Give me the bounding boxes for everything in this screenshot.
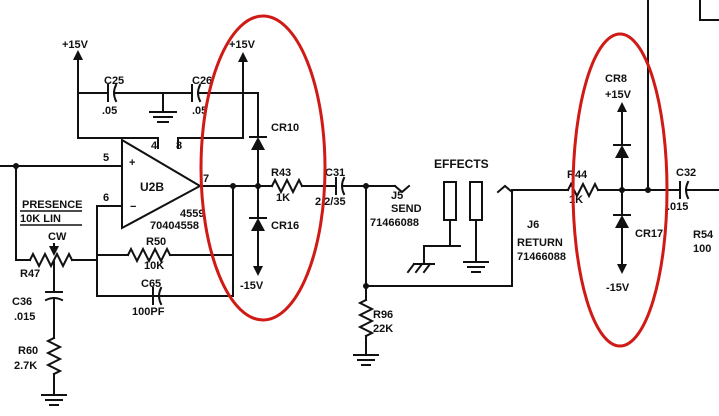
label-plus15v-cr10: +15V <box>229 39 256 51</box>
diode-cr8: CR8 +15V <box>605 73 632 216</box>
jack-j5-send: J5 SEND 71466088 <box>370 184 422 229</box>
label-opamp-code: 70404558 <box>150 220 199 232</box>
diode-cr10: CR10 <box>249 122 299 187</box>
label-r50-value: 10K <box>144 260 164 272</box>
label-r43: R43 <box>271 167 291 179</box>
label-effects: EFFECTS <box>434 157 489 171</box>
label-cr17: CR17 <box>635 228 663 240</box>
label-r60: R60 <box>18 345 38 357</box>
label-cr8: CR8 <box>605 73 627 85</box>
label-pin6: 6 <box>103 192 109 204</box>
arrow-up-icon <box>73 50 83 60</box>
label-c36: C36 <box>12 296 32 308</box>
label-c32: C32 <box>676 167 696 179</box>
label-pin5: 5 <box>103 152 109 164</box>
label-cw: CW <box>48 231 67 243</box>
capacitor-c36: C36 .015 <box>12 291 64 339</box>
potentiometer-presence: PRESENCE 10K LIN CW R47 <box>15 199 98 293</box>
label-opamp-part: 4559 <box>180 208 204 220</box>
jack-j6-return: J6 RETURN 71466088 <box>496 184 569 263</box>
label-r44: R44 <box>567 169 588 181</box>
capacitor-c31: C31 2.2/35 <box>315 167 396 208</box>
label-r47: R47 <box>20 268 40 280</box>
label-cr16: CR16 <box>271 220 299 232</box>
label-c31: C31 <box>325 167 345 179</box>
svg-text:−: − <box>130 201 136 213</box>
resistor-r96: R96 22K <box>353 285 393 366</box>
highlight-ellipse-right <box>571 32 669 348</box>
label-c26: C26 <box>192 75 212 87</box>
arrow-down-icon <box>253 266 263 276</box>
label-j6-part: 71466088 <box>517 251 566 263</box>
label-j5: J5 <box>391 190 403 202</box>
capacitor-c26: C26 .05 <box>162 75 244 117</box>
label-c32-value: .015 <box>667 201 688 213</box>
effects-jack-block: EFFECTS <box>406 157 489 274</box>
label-c25-value: .05 <box>102 105 117 117</box>
label-c25: C25 <box>104 75 124 87</box>
label-presence-taper: 10K LIN <box>20 213 61 225</box>
resistor-r43: R43 1K <box>270 167 337 204</box>
label-pin7: 7 <box>203 173 209 185</box>
label-r54: R54 <box>693 229 714 241</box>
label-c31-value: 2.2/35 <box>315 196 346 208</box>
label-pin4: 4 <box>151 140 158 152</box>
label-c65-value: 100PF <box>132 306 165 318</box>
label-cr10: CR10 <box>271 122 299 134</box>
resistor-r60: R60 2.7K <box>14 336 67 406</box>
diode-cr17: CR17 -15V <box>606 214 663 294</box>
opamp-u2b: + − U2B 4 8 5 6 7 4559 70404558 <box>103 138 209 232</box>
label-minus15v-cr17: -15V <box>606 282 630 294</box>
capacitor-c32: C32 .015 <box>667 167 719 213</box>
label-j5-part: 71466088 <box>370 217 419 229</box>
supply-cr10-group: +15V <box>177 39 259 149</box>
label-c36-value: .015 <box>14 311 35 323</box>
label-j6-name: RETURN <box>517 237 563 249</box>
label-r96-value: 22K <box>373 323 393 335</box>
label-presence: PRESENCE <box>22 199 83 211</box>
label-j6: J6 <box>527 219 539 231</box>
diode-cr16: CR16 -15V <box>240 185 299 292</box>
label-pin8: 8 <box>176 140 182 152</box>
resistor-r50: R50 10K <box>96 236 234 272</box>
arrow-down-icon <box>617 264 627 274</box>
label-c65: C65 <box>141 278 161 290</box>
label-r96: R96 <box>373 309 393 321</box>
label-j5-name: SEND <box>391 203 422 215</box>
label-r54-value: 100 <box>693 243 711 255</box>
label-minus15v-cr16: -15V <box>240 280 264 292</box>
label-plus15v-left: +15V <box>62 39 89 51</box>
label-r60-value: 2.7K <box>14 360 37 372</box>
arrow-up-icon <box>238 52 248 62</box>
label-r44-value: 1K <box>569 194 583 206</box>
label-r50: R50 <box>146 236 166 248</box>
svg-text:+: + <box>129 157 135 169</box>
arrow-up-icon <box>617 102 627 112</box>
label-plus15v-cr8: +15V <box>605 89 632 101</box>
supply-left-group: +15V <box>62 39 159 149</box>
capacitor-c25: C25 .05 <box>77 75 164 117</box>
ground-top <box>149 92 177 123</box>
capacitor-c65: C65 100PF <box>132 278 165 318</box>
label-r43-value: 1K <box>276 192 290 204</box>
highlight-ellipse-left <box>199 14 327 322</box>
label-u2b: U2B <box>140 180 164 194</box>
